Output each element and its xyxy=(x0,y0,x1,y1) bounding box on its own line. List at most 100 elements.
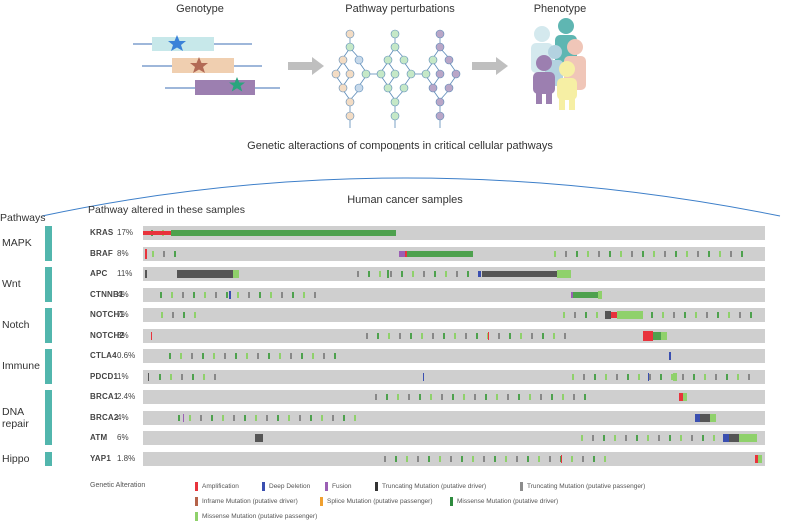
alteration-block xyxy=(145,270,147,278)
arrow-icon xyxy=(472,57,508,75)
mutation-tick xyxy=(428,455,430,462)
mutation-tick xyxy=(465,332,467,339)
pathway-altered-header: Pathway altered in these samples xyxy=(88,204,246,216)
pathway-name: MAPK xyxy=(2,237,32,249)
alteration-block xyxy=(145,248,147,259)
mutation-tick xyxy=(366,332,368,339)
alteration-percent: 11% xyxy=(117,269,133,278)
legend-swatch xyxy=(195,512,198,521)
mutation-tick xyxy=(152,250,154,257)
pathway-name-line: DNA xyxy=(2,405,25,418)
person-icon xyxy=(533,55,555,104)
mutation-tick xyxy=(516,455,518,462)
legend-label: Truncating Mutation (putative driver) xyxy=(382,483,487,491)
pathway-bar xyxy=(45,308,52,343)
mutation-tick xyxy=(410,332,412,339)
mutation-tick xyxy=(259,291,261,298)
alteration-block xyxy=(488,331,489,340)
mutation-tick xyxy=(412,271,414,277)
alteration-percent: 4% xyxy=(117,412,129,422)
gene-track xyxy=(143,328,765,343)
mutation-tick xyxy=(419,394,421,400)
mutation-tick xyxy=(388,332,390,339)
legend-label: Deep Deletion xyxy=(269,483,311,491)
mutation-tick xyxy=(215,291,217,298)
mutation-tick xyxy=(235,353,237,359)
mutation-tick xyxy=(312,353,314,359)
mutation-tick xyxy=(625,435,627,441)
mutation-tick xyxy=(669,435,671,441)
mutation-tick xyxy=(159,373,161,380)
mutation-tick xyxy=(748,373,750,380)
pathway-bar xyxy=(45,451,52,466)
mutation-tick xyxy=(224,353,226,359)
legend-swatch xyxy=(375,482,378,491)
mutation-tick xyxy=(191,353,193,359)
mutation-tick xyxy=(538,455,540,462)
mutation-tick xyxy=(574,312,576,318)
mutation-tick xyxy=(695,312,697,318)
mutation-tick xyxy=(454,332,456,339)
mutation-tick xyxy=(603,435,605,441)
mutation-tick xyxy=(384,455,386,462)
human-cancer-samples-title: Human cancer samples xyxy=(347,194,463,206)
mutation-tick xyxy=(203,373,205,380)
legend-item: Missense Mutation (putative driver) xyxy=(450,497,558,506)
mutation-tick xyxy=(527,455,529,462)
gene-label: NOTCH2 xyxy=(90,330,125,340)
mutation-tick xyxy=(395,455,397,462)
alteration-block xyxy=(148,372,149,381)
mutation-tick xyxy=(651,312,653,318)
mutation-tick xyxy=(200,414,202,421)
mutation-tick xyxy=(563,312,565,318)
mutation-tick xyxy=(680,435,682,441)
mutation-tick xyxy=(456,271,458,277)
gene-track xyxy=(143,308,765,322)
mutation-tick xyxy=(713,435,715,441)
mutation-tick xyxy=(310,414,312,421)
genotype-title: Genotype xyxy=(176,3,224,15)
chromosome-segment-1 xyxy=(152,37,214,51)
mutation-tick xyxy=(189,414,191,421)
pathway-name: Hippo xyxy=(2,453,29,465)
mutation-tick xyxy=(675,250,677,257)
alteration-block xyxy=(695,413,700,422)
mutation-tick xyxy=(399,332,401,339)
mutation-tick xyxy=(658,435,660,441)
mutation-tick xyxy=(565,250,567,257)
alteration-block xyxy=(648,372,649,381)
pathway-bar xyxy=(45,226,52,261)
mutation-tick xyxy=(202,353,204,359)
legend-item: Fusion xyxy=(325,482,352,491)
legend-label: Missense Mutation (putative driver) xyxy=(457,498,559,506)
alteration-block xyxy=(617,311,643,319)
mutation-tick xyxy=(549,455,551,462)
mutation-tick xyxy=(248,291,250,298)
gene-label: YAP1 xyxy=(90,453,111,463)
mutation-tick xyxy=(605,373,607,380)
mutation-tick xyxy=(717,312,719,318)
legend-swatch xyxy=(520,482,523,491)
legend-item: Inframe Mutation (putative driver) xyxy=(195,497,298,506)
legend-label: Splice Mutation (putative passenger) xyxy=(327,498,433,506)
arrow-icon xyxy=(288,57,324,75)
mutation-tick xyxy=(192,373,194,380)
mutation-tick xyxy=(211,414,213,421)
alteration-percent: 0.6% xyxy=(117,351,136,360)
mutation-tick xyxy=(377,332,379,339)
mutation-tick xyxy=(686,250,688,257)
mutation-tick xyxy=(671,373,673,380)
mutation-tick xyxy=(290,353,292,359)
mutation-tick xyxy=(193,291,195,298)
mutation-tick xyxy=(614,435,616,441)
alteration-block xyxy=(482,271,557,277)
legend-item: Truncating Mutation (putative passenger) xyxy=(520,482,645,491)
mutation-tick xyxy=(268,353,270,359)
mutation-tick xyxy=(270,291,272,298)
mutation-tick xyxy=(226,291,228,298)
mutation-tick xyxy=(573,394,575,400)
mutation-tick xyxy=(636,435,638,441)
alteration-block xyxy=(611,312,617,318)
mutation-tick xyxy=(660,373,662,380)
alteration-block xyxy=(387,270,389,278)
